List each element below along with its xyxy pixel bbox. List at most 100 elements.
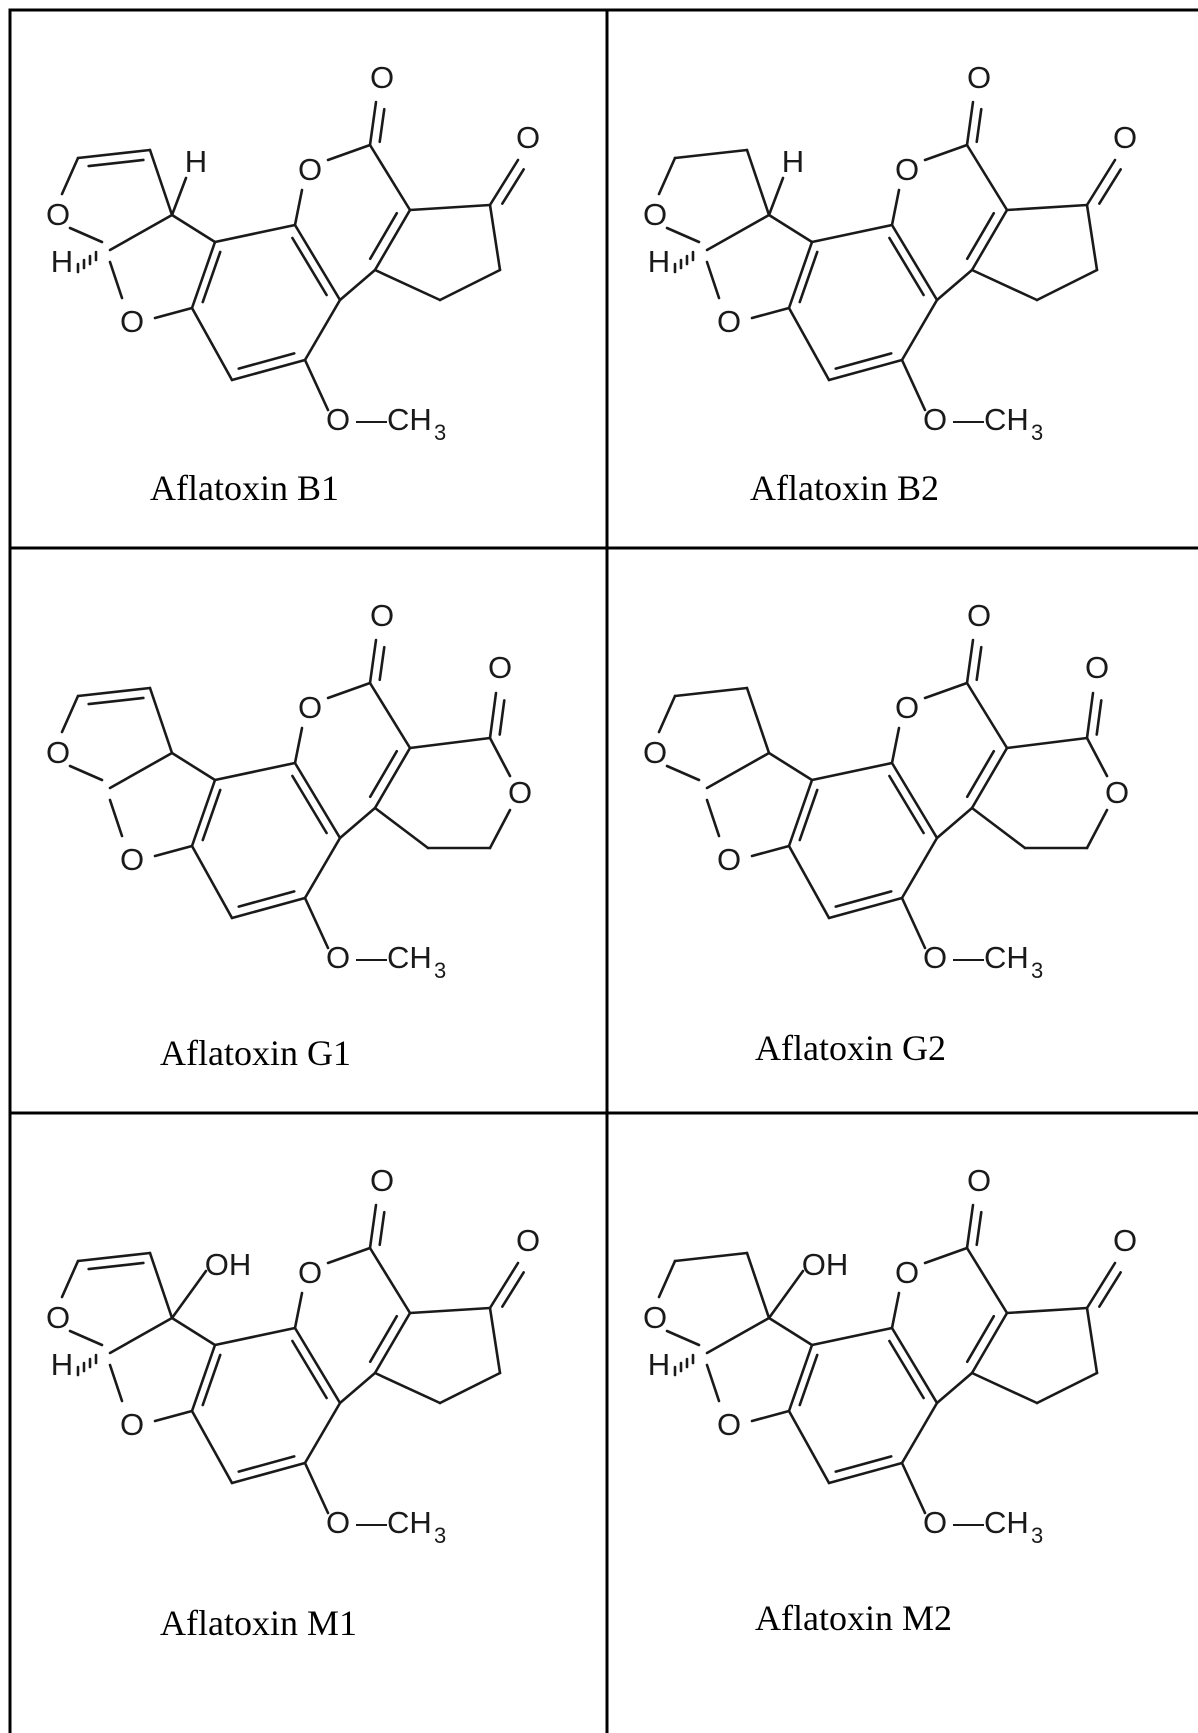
carbonyl-double-inner [378, 645, 386, 682]
furan-oxygen-upper: O [643, 197, 667, 232]
carbonyl-double [368, 100, 378, 147]
lactone-carbonyl-oxygen: O [1085, 650, 1109, 685]
benzene-double [293, 223, 342, 302]
carbonyl-double [965, 1203, 975, 1250]
benzene-double-inner [237, 890, 296, 908]
bond [408, 736, 492, 750]
benzene-bond [787, 1409, 831, 1485]
bond [153, 306, 194, 320]
bond [108, 213, 174, 252]
benzene-double-inner [798, 250, 819, 304]
carbonyl-double-inner [975, 645, 983, 682]
pyranone-oxygen: O [298, 690, 322, 725]
bond [900, 358, 927, 412]
furan-oxygen-lower: O [717, 1407, 741, 1442]
benzene-double [230, 1461, 307, 1485]
benzene-double-inner [291, 1339, 328, 1400]
benzene-bond [810, 761, 894, 782]
ring-double [970, 1311, 1009, 1375]
bond [965, 681, 1009, 750]
compound-name: Aflatoxin M1 [160, 1603, 357, 1643]
benzene-double [230, 358, 307, 382]
benzene-double [890, 761, 939, 840]
bond [373, 268, 442, 302]
benzene-double [827, 896, 904, 920]
bond [970, 1371, 1039, 1405]
methyl-label: —CH [953, 940, 1029, 975]
methoxy-oxygen: O [326, 1505, 350, 1540]
bond [60, 1259, 80, 1299]
ring-double-inner [368, 211, 399, 261]
ketone-double-inner [1098, 168, 1122, 205]
benzene-bond [190, 844, 234, 920]
ketone-double-inner [1098, 1271, 1122, 1308]
vinyl-double-inner [87, 158, 145, 168]
methyl-subscript: 3 [1031, 420, 1043, 445]
bond [970, 806, 1027, 850]
methyl-subscript: 3 [434, 1523, 446, 1548]
carbonyl-double [965, 100, 975, 147]
ring-double-inner [368, 1314, 399, 1364]
bond [935, 268, 974, 302]
carbonyl-oxygen-top: O [967, 60, 991, 95]
methoxy-oxygen: O [326, 402, 350, 437]
methyl-subscript: 3 [434, 958, 446, 983]
pyranone-oxygen: O [298, 1255, 322, 1290]
bond [108, 1316, 174, 1355]
carbonyl-oxygen-top: O [370, 60, 394, 95]
bond [438, 268, 502, 302]
ring-double-inner [368, 749, 399, 799]
bond [923, 143, 969, 162]
compound-name: Aflatoxin B2 [750, 468, 939, 508]
vinyl-double [76, 686, 152, 698]
ketone-oxygen: O [1113, 1223, 1137, 1258]
bond [338, 806, 377, 840]
stereo-h-lower: H [51, 1347, 73, 1382]
bond [153, 844, 194, 858]
benzene-double-inner [237, 1455, 296, 1473]
benzene-double [890, 223, 939, 302]
benzene-double-inner [888, 774, 925, 835]
bond [705, 751, 771, 790]
bond [326, 681, 372, 700]
bond [108, 751, 174, 790]
lactone-ring-oxygen: O [1105, 775, 1129, 810]
bond [935, 806, 974, 840]
furan-oxygen-upper: O [643, 1300, 667, 1335]
bond [153, 1409, 194, 1423]
hydroxy-label: OH [802, 1247, 849, 1282]
bond [900, 896, 927, 950]
bond [170, 213, 217, 244]
furan-oxygen-lower: O [120, 1407, 144, 1442]
bond [170, 176, 188, 217]
benzene-bond [900, 298, 939, 362]
benzene-bond [787, 844, 831, 920]
methoxy-oxygen: O [923, 940, 947, 975]
pyranone-oxygen: O [895, 690, 919, 725]
bond [293, 188, 304, 227]
benzene-bond [810, 223, 894, 244]
ketone-oxygen: O [1113, 120, 1137, 155]
bond [1085, 736, 1109, 778]
vinyl-double [76, 148, 152, 160]
carbonyl-oxygen-top: O [370, 1163, 394, 1198]
bond [745, 686, 771, 755]
bond [293, 726, 304, 765]
bond [705, 260, 721, 300]
methyl-label: —CH [356, 940, 432, 975]
bond [1085, 808, 1109, 850]
stereo-h-lower: H [648, 1347, 670, 1382]
bond [148, 1251, 174, 1320]
benzene-double-inner [888, 236, 925, 297]
benzene-double [230, 896, 307, 920]
furan-oxygen-upper: O [46, 1300, 70, 1335]
benzene-bond [213, 1326, 297, 1347]
bond [148, 148, 174, 217]
benzene-double [827, 1461, 904, 1485]
bond [68, 1329, 104, 1347]
methyl-subscript: 3 [434, 420, 446, 445]
table-frame [8, 8, 1198, 1733]
lactone-carbonyl-double [488, 691, 498, 740]
